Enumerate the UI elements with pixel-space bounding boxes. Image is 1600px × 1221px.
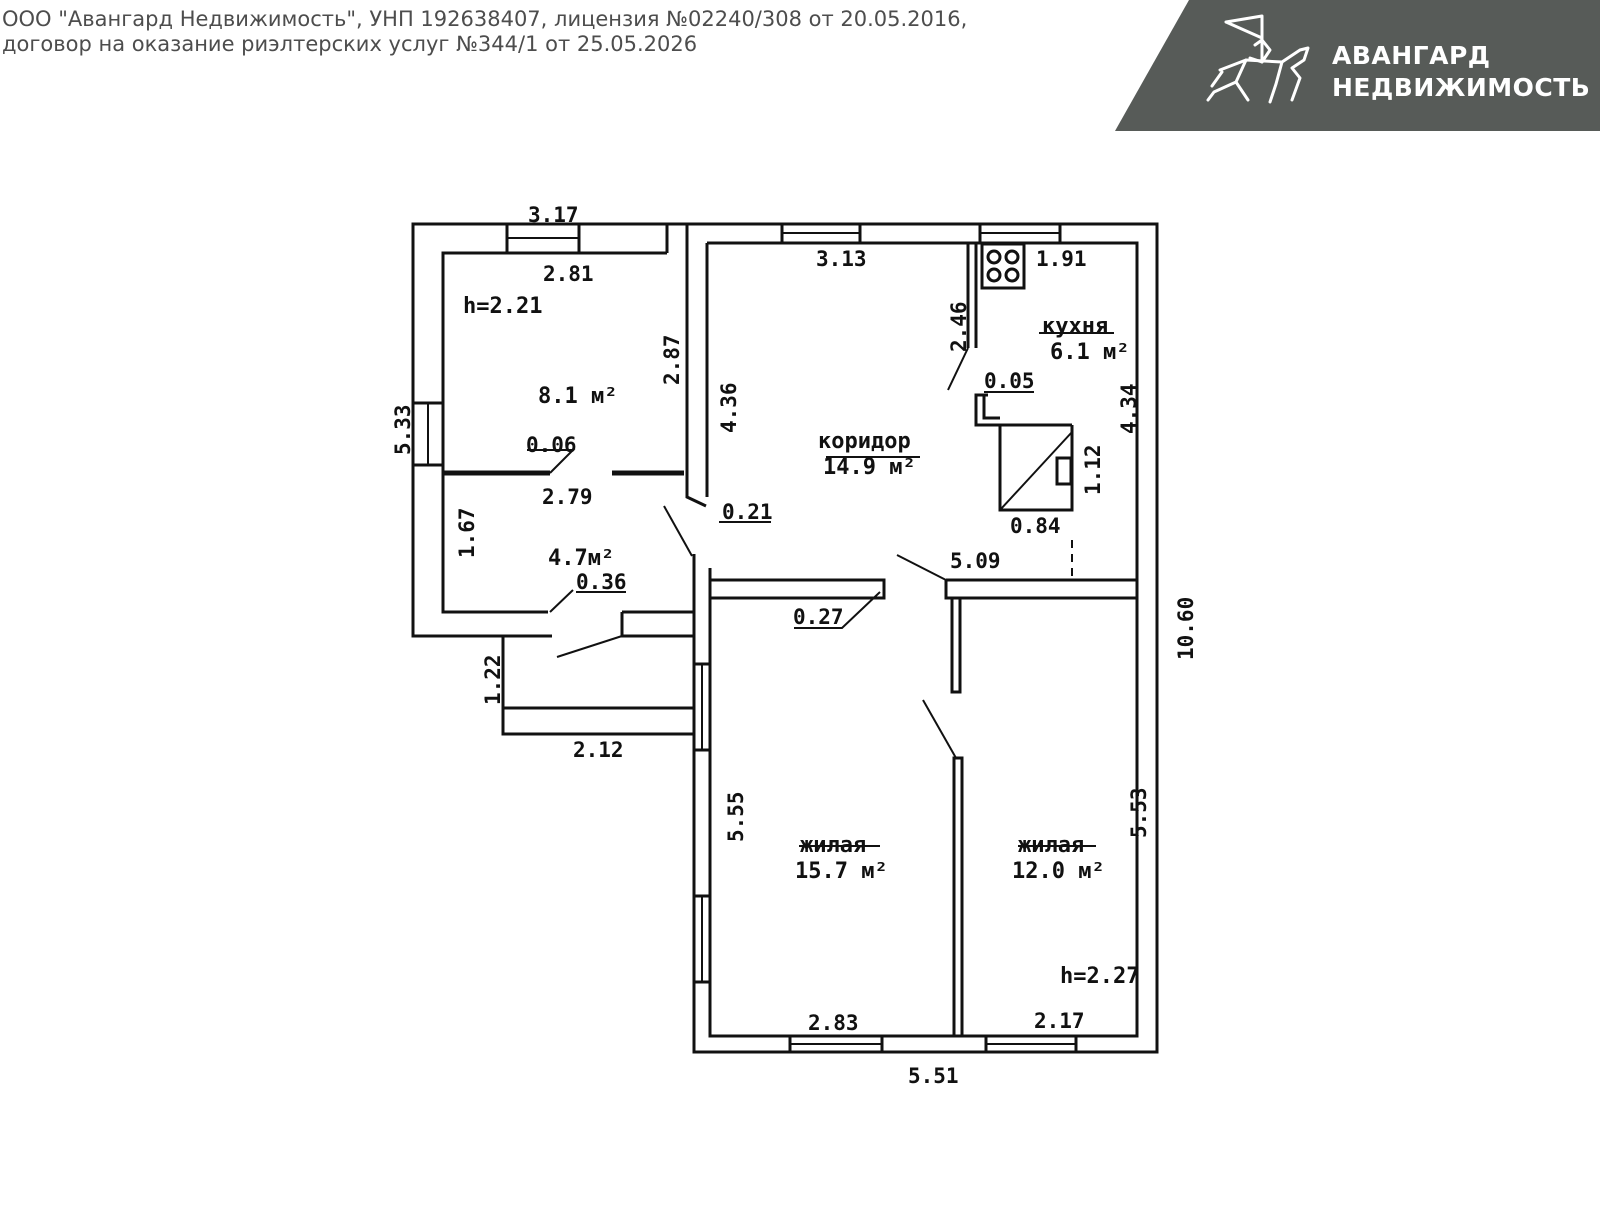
wall-living-partition-top <box>950 596 962 694</box>
dim-1-91: 1.91 <box>1036 247 1087 271</box>
oven-diagonal <box>999 431 1073 511</box>
door-swing-corridor <box>663 505 693 557</box>
brand-line-2: НЕДВИЖИМОСТЬ <box>1332 73 1591 102</box>
dim-1-22: 1.22 <box>481 654 505 705</box>
living-left-area: 15.7 м² <box>795 859 888 884</box>
wall-annex-inner-3 <box>620 612 694 638</box>
door-swing-small <box>549 589 574 613</box>
dim-2-83: 2.83 <box>808 1011 859 1035</box>
corridor-name: коридор <box>818 429 911 454</box>
legal-line-2: договор на оказание риэлтерских услуг №3… <box>2 32 698 56</box>
door-swing-porch <box>556 635 623 658</box>
living-left-name: жилая <box>800 833 866 858</box>
dim-0-06: 0.06 <box>526 433 577 457</box>
dim-4-36: 4.36 <box>717 382 741 433</box>
wall-living-partition <box>952 756 964 1038</box>
living-right-area: 12.0 м² <box>1012 859 1105 884</box>
brand-name: АВАНГАРД НЕДВИЖИМОСТЬ <box>1332 40 1590 104</box>
dim-2-81: 2.81 <box>543 262 594 286</box>
walls <box>411 222 1159 1054</box>
room-labels: h=2.21 8.1 м² 4.7м² коридор 14.9 м² кухн… <box>463 294 1139 989</box>
dim-4-34: 4.34 <box>1117 383 1141 434</box>
dim-0-84: 0.84 <box>1010 514 1061 538</box>
dim-1-12: 1.12 <box>1081 444 1105 495</box>
dim-2-79: 2.79 <box>542 485 593 509</box>
dim-0-21: 0.21 <box>722 500 773 524</box>
door-swing-living <box>896 554 947 581</box>
dim-5-55: 5.55 <box>724 791 748 842</box>
dim-3-13: 3.13 <box>816 247 867 271</box>
wall-corridor-left-inner <box>685 224 707 508</box>
oven-door-icon <box>1055 456 1073 486</box>
dim-5-09: 5.09 <box>950 549 1001 573</box>
kitchen-area: 6.1 м² <box>1050 340 1129 365</box>
wall-corridor-bottom-left <box>710 578 886 600</box>
room-small-area: 8.1 м² <box>538 384 617 409</box>
stove-icon <box>980 242 1026 290</box>
dim-0-05: 0.05 <box>984 369 1035 393</box>
door-swing-living-right <box>922 699 957 759</box>
dimension-labels: 3.17 2.81 3.13 1.91 0.05 0.06 2.79 0.21 … <box>391 203 1198 1088</box>
dim-5-53: 5.53 <box>1127 787 1151 838</box>
kitchen-name: кухня <box>1042 314 1108 339</box>
dim-2-87: 2.87 <box>660 334 684 385</box>
dim-3-17: 3.17 <box>528 203 579 227</box>
corridor-area: 14.9 м² <box>823 455 916 480</box>
brand-line-1: АВАНГАРД <box>1332 41 1491 70</box>
dim-0-36: 0.36 <box>576 570 627 594</box>
living-right-height: h=2.27 <box>1060 964 1139 989</box>
dim-2-46: 2.46 <box>947 301 971 352</box>
living-right-name: жилая <box>1018 833 1084 858</box>
dim-5-33: 5.33 <box>391 404 415 455</box>
dim-1-67: 1.67 <box>455 507 479 558</box>
dim-2-17: 2.17 <box>1034 1009 1085 1033</box>
dim-5-51: 5.51 <box>908 1064 959 1088</box>
legal-header: ООО "Авангард Недвижимость", УНП 1926384… <box>2 7 967 57</box>
room-porch-area: 4.7м² <box>548 546 614 571</box>
dim-10-60: 10.60 <box>1174 597 1198 660</box>
room-small-height: h=2.21 <box>463 294 542 319</box>
dim-2-12: 2.12 <box>573 738 624 762</box>
dim-0-27: 0.27 <box>793 605 844 629</box>
legal-line-1: ООО "Авангард Недвижимость", УНП 1926384… <box>2 7 968 31</box>
wall-annex-outer <box>411 222 694 736</box>
wall-oven-block <box>974 393 1074 512</box>
